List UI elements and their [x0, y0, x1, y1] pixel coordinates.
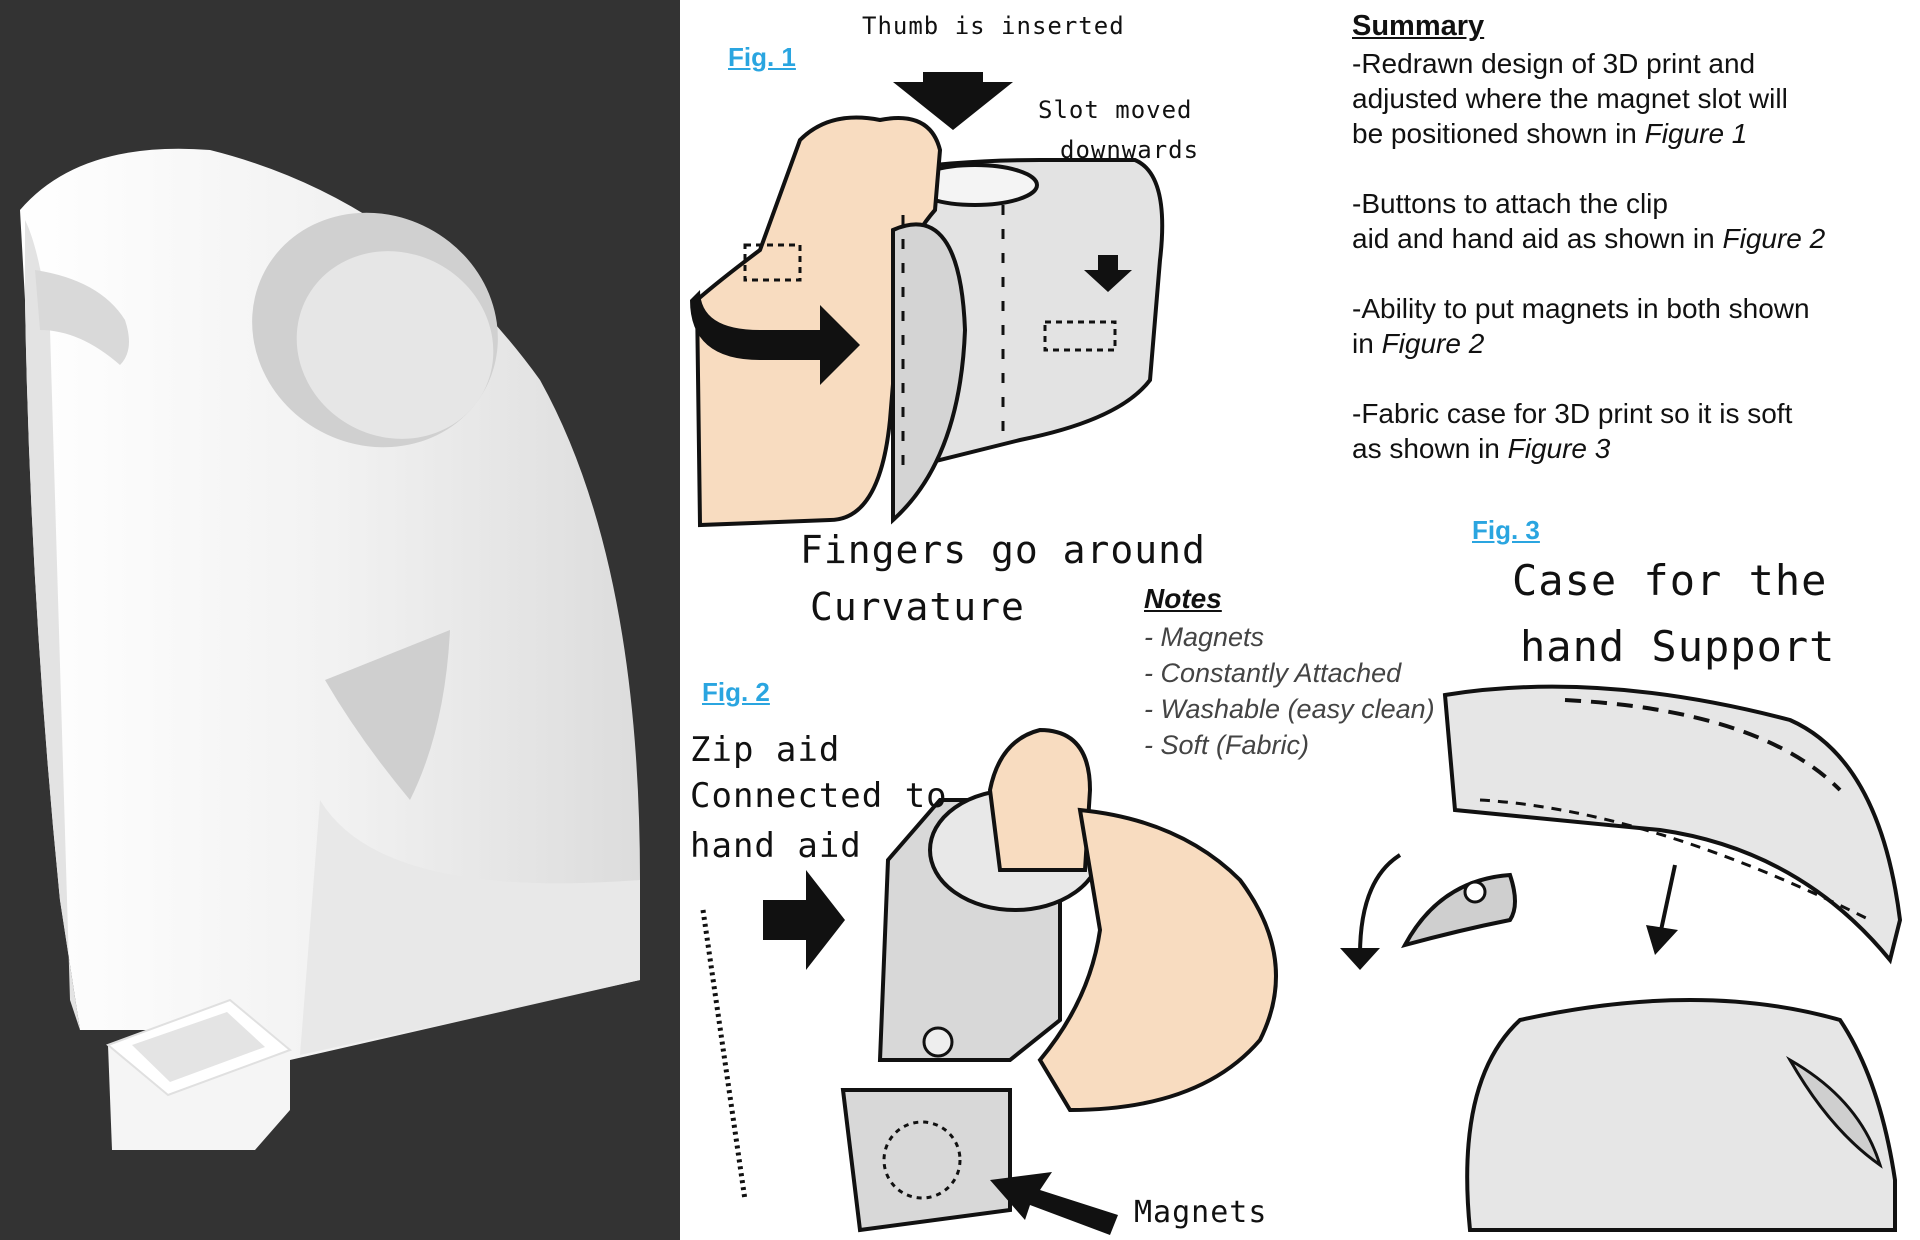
fig1-slot-arrow — [1084, 255, 1132, 292]
fig1-hand — [694, 115, 943, 528]
fig3-drawing — [1340, 684, 1903, 1232]
summary-item-1: -Redrawn design of 3D print and adjusted… — [1352, 46, 1912, 151]
summary-item-3-ref: Figure 2 — [1381, 328, 1485, 359]
fig2-drawing — [700, 727, 1278, 1235]
notes-item-1: - Magnets — [1144, 622, 1265, 652]
summary-item-3: -Ability to put magnets in both shown in… — [1352, 291, 1912, 361]
fig2-magnet-circle — [882, 1120, 962, 1200]
summary-item-2-line-2: aid and hand aid as shown in Figure 2 — [1352, 221, 1912, 256]
summary-item-3-line-1: -Ability to put magnets in both shown — [1352, 293, 1810, 324]
fig3-label: Fig. 3 — [1472, 515, 1540, 545]
annotation-case-1: Case for the — [1512, 556, 1828, 605]
annotation-magnets: Magnets — [1134, 1195, 1268, 1230]
summary-item-1-line-3: be positioned shown in Figure 1 — [1352, 116, 1912, 151]
summary-item-4-line-2-text: as shown in — [1352, 433, 1508, 464]
annotation-thumb-inserted: Thumb is inserted — [862, 12, 1125, 40]
render-panel — [0, 0, 680, 1240]
fig2-zipper — [700, 909, 748, 1201]
model-notch — [35, 270, 129, 365]
fig1-curve-face — [891, 222, 968, 525]
model-side-shade — [25, 220, 80, 1030]
summary-item-4-line-2: as shown in Figure 3 — [1352, 431, 1912, 466]
fig2-magnet-arrow — [990, 1172, 1118, 1235]
annotation-slot-moved-1: Slot moved — [1038, 96, 1193, 124]
summary-item-4-line-1: -Fabric case for 3D print so it is soft — [1352, 398, 1793, 429]
notes-item-3: - Washable (easy clean) — [1144, 694, 1435, 724]
notes-item-2: - Constantly Attached — [1144, 658, 1402, 688]
fig2-button — [922, 1026, 954, 1058]
summary-item-4: -Fabric case for 3D print so it is soft … — [1352, 396, 1912, 466]
fig3-stitch-top — [1564, 698, 1842, 792]
fig3-button — [1463, 880, 1487, 904]
fig2-clip-plate — [840, 1088, 1012, 1233]
notes-title: Notes — [1144, 583, 1222, 614]
summary-item-1-line-1: -Redrawn design of 3D print and — [1352, 48, 1756, 79]
fig3-stitch-mid — [1479, 798, 1871, 922]
annotation-fingers-2: Curvature — [810, 585, 1025, 629]
fig3-flap — [1401, 872, 1517, 949]
summary-item-2-line-1: -Buttons to attach the clip — [1352, 188, 1668, 219]
summary-item-1-ref: Figure 1 — [1644, 118, 1748, 149]
summary-item-3-line-2-text: in — [1352, 328, 1382, 359]
annotation-zip-aid-2: Connected to — [690, 776, 948, 816]
summary-item-2-ref: Figure 2 — [1722, 223, 1826, 254]
fig2-hand — [1037, 807, 1278, 1113]
annotation-fingers-1: Fingers go around — [800, 528, 1206, 572]
fig1-dashed-pad — [743, 243, 802, 282]
fig2-label: Fig. 2 — [702, 677, 770, 707]
fig1-down-arrow — [893, 72, 1013, 130]
3d-model-render — [20, 148, 640, 1150]
thumb-hole-inner — [296, 251, 494, 439]
fig3-down-arrowhead — [1646, 925, 1678, 955]
summary-item-1-line-2: adjusted where the magnet slot will — [1352, 83, 1788, 114]
notes-item-4: - Soft (Fabric) — [1144, 730, 1310, 760]
annotation-case-2: hand Support — [1520, 622, 1836, 671]
summary-title: Summary — [1352, 10, 1485, 42]
fig1-drawing — [690, 72, 1165, 528]
fig1-magnet-slot — [1043, 320, 1117, 352]
fig3-case — [1442, 684, 1903, 965]
annotation-zip-aid-1: Zip aid — [690, 730, 841, 770]
fig2-right-arrow — [763, 870, 845, 970]
summary-item-1-line-3-text: be positioned shown in — [1352, 118, 1645, 149]
summary-item-2-line-2-text: aid and hand aid as shown in — [1352, 223, 1723, 254]
fig2-thumb — [987, 727, 1093, 872]
fig3-base-cutout — [1785, 1055, 1883, 1169]
magnet-slot-opening — [132, 1012, 265, 1082]
fig3-curl-arrow — [1358, 853, 1402, 956]
summary-item-4-ref: Figure 3 — [1507, 433, 1611, 464]
summary-item-3-line-2: in Figure 2 — [1352, 326, 1912, 361]
triangle-cutout — [325, 630, 450, 800]
annotation-slot-moved-2: downwards — [1060, 136, 1200, 164]
model-lower-face — [300, 800, 640, 1055]
annotation-zip-aid-3: hand aid — [690, 826, 862, 866]
summary-item-2: -Buttons to attach the clip aid and hand… — [1352, 186, 1912, 256]
fig1-label: Fig. 1 — [728, 42, 796, 72]
fig3-down-line — [1658, 864, 1677, 936]
fig3-curl-arrowhead — [1340, 948, 1380, 970]
fig1-device — [892, 158, 1165, 473]
fig1-curve-arrow — [690, 290, 860, 385]
